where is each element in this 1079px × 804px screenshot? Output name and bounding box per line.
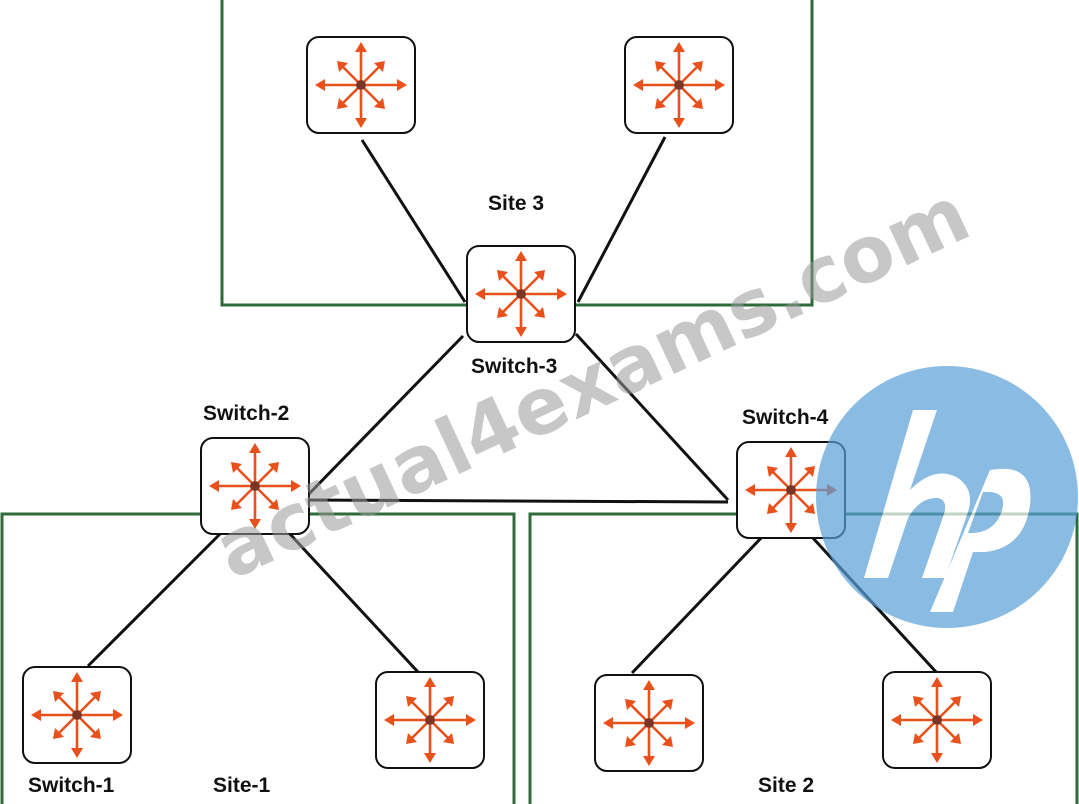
site-1-label: Site-1 — [213, 774, 271, 797]
switch-site1-right-icon[interactable] — [374, 670, 486, 770]
switch-3-icon[interactable] — [465, 244, 577, 344]
switch-4-label: Switch-4 — [742, 406, 829, 429]
switch-3-label: Switch-3 — [471, 355, 557, 378]
switch-site2-right-icon[interactable] — [881, 670, 993, 770]
link-s3left-switch3 — [360, 139, 467, 303]
switch-site3-left-icon[interactable] — [305, 35, 417, 135]
link-switch4-s2left — [630, 535, 764, 675]
site-2-label: Site 2 — [758, 774, 814, 797]
link-s3right-switch3 — [576, 136, 667, 303]
link-switch2-s1right — [286, 530, 420, 674]
site-3-label: Site 3 — [488, 192, 544, 215]
link-switch2-switch1 — [86, 530, 224, 668]
link-switch2-switch4 — [304, 498, 729, 504]
switch-2-label: Switch-2 — [203, 402, 289, 425]
switch-site3-right-icon[interactable] — [623, 35, 735, 135]
labels: Site 3 Switch-3 Switch-2 Switch-4 Switch… — [28, 192, 829, 797]
switch-site2-left-icon[interactable] — [593, 673, 705, 773]
switch-1-icon[interactable] — [21, 665, 133, 765]
link-switch3-switch4 — [574, 332, 730, 502]
switch-1-label: Switch-1 — [28, 774, 115, 797]
link-switch3-switch2 — [303, 334, 465, 500]
hp-logo — [816, 366, 1078, 628]
